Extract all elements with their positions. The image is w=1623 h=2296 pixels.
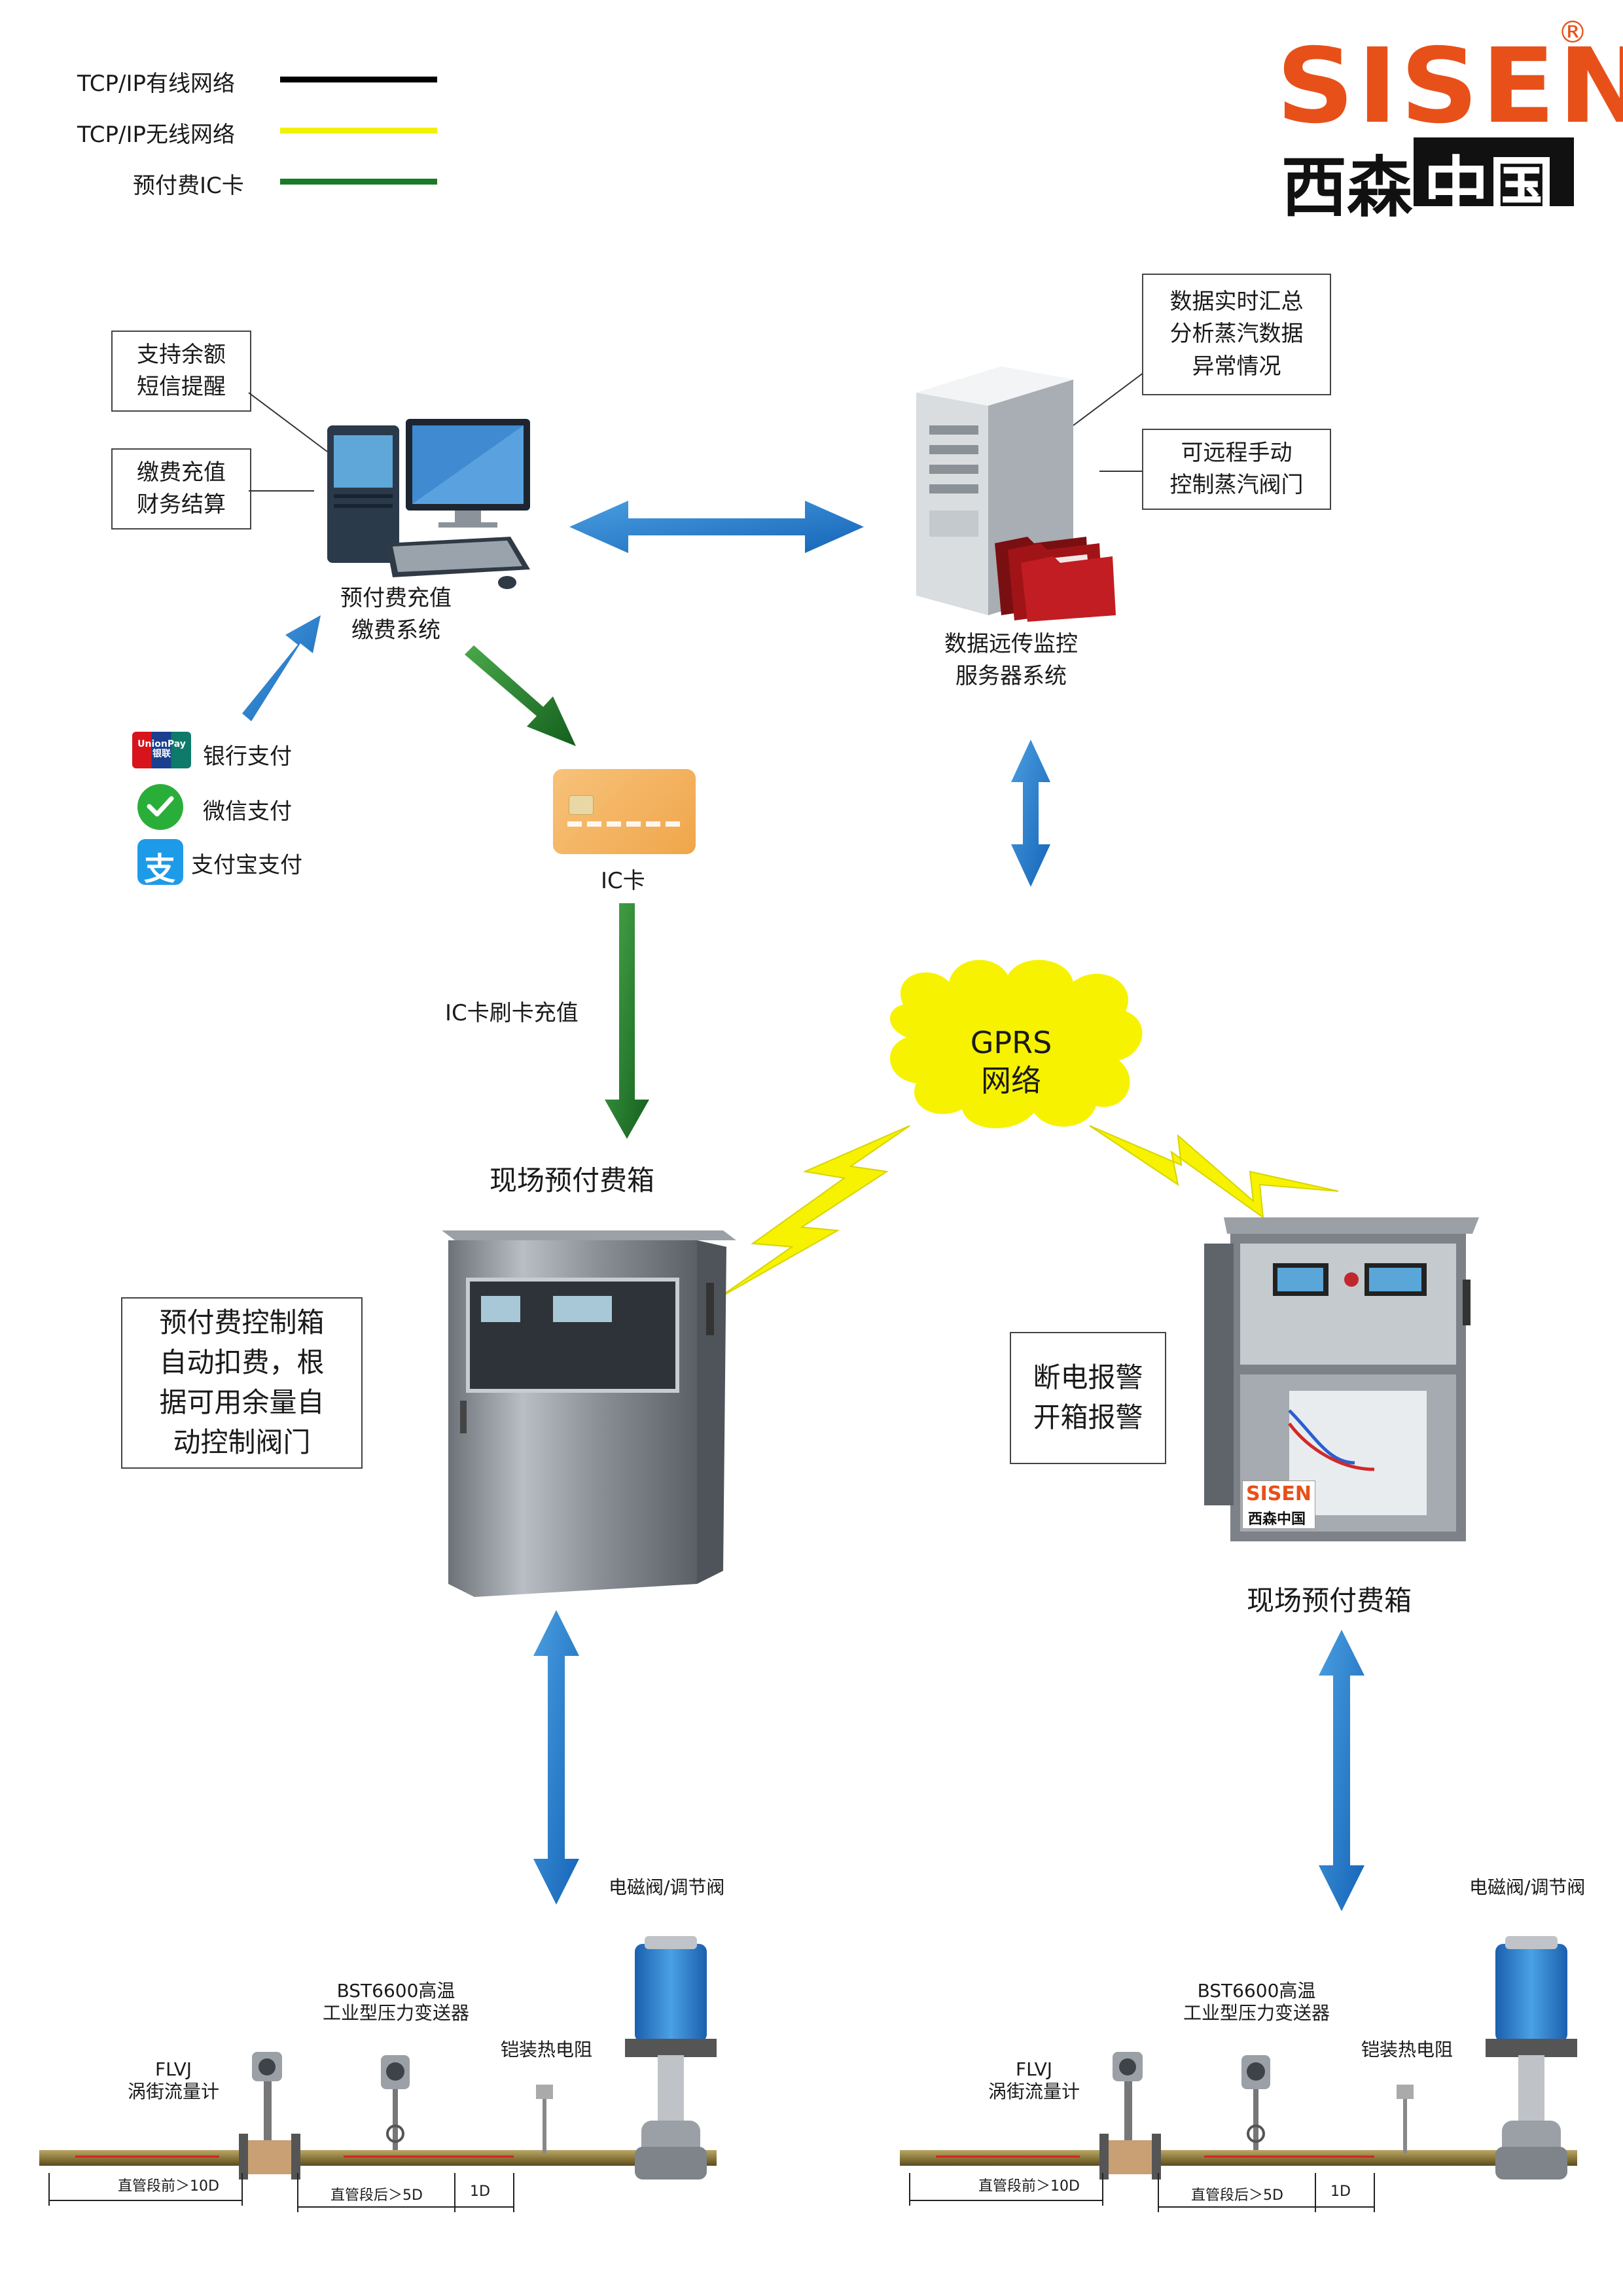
brand-cn-right: 中国 bbox=[1423, 149, 1554, 226]
prepay-system-caption-line1: 预付费充值 bbox=[340, 585, 452, 611]
pipeline-left bbox=[39, 1936, 717, 2212]
brand-cn-right-bg bbox=[1414, 137, 1574, 206]
server-system-caption-line2: 服务器系统 bbox=[955, 663, 1067, 690]
lightning-left bbox=[716, 1125, 910, 1300]
note-recharge-finance-line2: 财务结算 bbox=[137, 492, 226, 518]
right-box-title: 现场预付费箱 bbox=[1247, 1585, 1412, 1617]
note-prepay-control-line2: 自动扣费，根 bbox=[159, 1346, 325, 1379]
right-transmitter-label-line2: 工业型压力变送器 bbox=[1183, 2001, 1330, 2024]
note-alarms-line1: 断电报警 bbox=[1033, 1361, 1143, 1394]
server-system-caption: 数据远传监控 服务器系统 bbox=[916, 628, 1106, 693]
right-dim-1d: 1D bbox=[1330, 2183, 1351, 2200]
note-realtime-analysis-line3: 异常情况 bbox=[1192, 353, 1281, 380]
ic-card-chip bbox=[569, 795, 594, 815]
note-prepay-control-line3: 据可用余量自 bbox=[159, 1386, 325, 1418]
legend-label-wired: TCP/IP有线网络 bbox=[77, 71, 236, 97]
payment-label-alipay: 支付宝支付 bbox=[191, 852, 302, 878]
payment-label-bank: 银行支付 bbox=[203, 744, 292, 770]
cabinet-open-image bbox=[1204, 1217, 1479, 1541]
left-dim-before: 直管段前＞10D bbox=[118, 2178, 219, 2195]
desktop-computer-icon bbox=[327, 419, 530, 589]
left-transmitter-label-line2: 工业型压力变送器 bbox=[322, 2001, 469, 2024]
alipay-icon: 支 bbox=[137, 839, 183, 888]
note-prepay-control-line1: 预付费控制箱 bbox=[159, 1306, 325, 1339]
arrow-server-gprs bbox=[1011, 740, 1050, 887]
note-remote-valve-control-line1: 可远程手动 bbox=[1181, 439, 1293, 466]
brand-cn-left: 西森 bbox=[1281, 149, 1412, 226]
note-realtime-analysis: 数据实时汇总 分析蒸汽数据 异常情况 bbox=[1142, 274, 1331, 395]
left-transmitter-label-line1: BST6600高温 bbox=[336, 1980, 455, 2001]
unionpay-icon: UnionPay 银联 bbox=[132, 732, 191, 768]
wechat-pay-icon bbox=[137, 784, 183, 830]
unionpay-icon-text: UnionPay 银联 bbox=[137, 739, 186, 760]
note-realtime-analysis-line1: 数据实时汇总 bbox=[1169, 289, 1304, 315]
pipeline-right bbox=[900, 1936, 1577, 2212]
cabinet-sticker-logo: SISEN bbox=[1246, 1482, 1311, 1505]
right-rtd-label: 铠装热电阻 bbox=[1361, 2039, 1454, 2060]
note-alarms-line2: 开箱报警 bbox=[1033, 1401, 1143, 1433]
right-valve-label: 电磁阀/调节阀 bbox=[1469, 1876, 1586, 1898]
right-flowmeter-label: FLVJ 涡街流量计 bbox=[969, 2058, 1099, 2102]
note-recharge-finance-line1: 缴费充值 bbox=[137, 459, 226, 486]
note-alarms: 断电报警 开箱报警 bbox=[1010, 1332, 1166, 1464]
note-remote-valve-control-line2: 控制蒸汽阀门 bbox=[1169, 472, 1304, 498]
right-dim-before: 直管段前＞10D bbox=[978, 2178, 1080, 2195]
gprs-label-line1: GPRS bbox=[970, 1025, 1052, 1060]
right-flowmeter-label-line1: FLVJ bbox=[1015, 2058, 1053, 2080]
prepay-system-caption: 预付费充值 缴费系统 bbox=[321, 583, 471, 647]
right-transmitter-label-line1: BST6600高温 bbox=[1197, 1980, 1316, 2001]
lightning-right bbox=[1089, 1125, 1339, 1219]
alipay-icon-text: 支 bbox=[144, 851, 176, 888]
left-dim-1d: 1D bbox=[470, 2183, 490, 2200]
note-prepay-control: 预付费控制箱 自动扣费，根 据可用余量自 动控制阀门 bbox=[121, 1297, 363, 1469]
folders-icon bbox=[995, 537, 1116, 622]
legend-line-wired bbox=[280, 77, 437, 82]
ic-card-label: IC卡 bbox=[601, 868, 645, 894]
legend-label-ic-card: 预付费IC卡 bbox=[133, 173, 244, 199]
cabinet-closed-image bbox=[442, 1230, 736, 1597]
cabinet-sticker: SISEN 西森中国 bbox=[1242, 1480, 1315, 1529]
right-transmitter-label: BST6600高温 工业型压力变送器 bbox=[1168, 1980, 1345, 2024]
gprs-label: GPRS 网络 bbox=[942, 1024, 1080, 1100]
ic-card-number bbox=[567, 821, 685, 827]
left-dim-after: 直管段后＞5D bbox=[330, 2187, 423, 2204]
server-system-caption-line1: 数据远传监控 bbox=[944, 631, 1078, 657]
note-balance-sms: 支持余额 短信提醒 bbox=[111, 331, 251, 412]
legend-label-wireless: TCP/IP无线网络 bbox=[77, 122, 236, 148]
left-box-title: 现场预付费箱 bbox=[490, 1164, 655, 1196]
brand-logo-text: SISEN bbox=[1276, 26, 1623, 147]
note-balance-sms-line2: 短信提醒 bbox=[137, 374, 226, 400]
brand-registered-mark: ® bbox=[1558, 14, 1588, 50]
left-transmitter-label: BST6600高温 工业型压力变送器 bbox=[308, 1980, 484, 2024]
left-flowmeter-label-line2: 涡街流量计 bbox=[127, 2080, 219, 2102]
left-rtd-label: 铠装热电阻 bbox=[501, 2039, 593, 2060]
gprs-cloud bbox=[889, 960, 1143, 1128]
note-remote-valve-control: 可远程手动 控制蒸汽阀门 bbox=[1142, 429, 1331, 510]
right-dim-after: 直管段后＞5D bbox=[1191, 2187, 1283, 2204]
arrow-computer-server bbox=[569, 501, 864, 553]
payment-label-wechat: 微信支付 bbox=[203, 798, 292, 825]
note-balance-sms-line1: 支持余额 bbox=[137, 341, 226, 368]
prepay-system-caption-line2: 缴费系统 bbox=[351, 617, 440, 644]
note-recharge-finance: 缴费充值 财务结算 bbox=[111, 448, 251, 529]
left-flowmeter-label: FLVJ 涡街流量计 bbox=[108, 2058, 239, 2102]
arrow-payment-to-computer bbox=[242, 615, 321, 721]
legend-line-wireless bbox=[280, 128, 437, 134]
arrow-computer-to-iccard bbox=[465, 645, 576, 746]
legend-line-ic-card bbox=[280, 179, 437, 185]
arrow-right-box-pipeline bbox=[1319, 1630, 1364, 1911]
arrow-iccard-to-box bbox=[605, 903, 649, 1139]
cabinet-sticker-cn: 西森中国 bbox=[1248, 1511, 1306, 1528]
arrow-left-box-pipeline bbox=[533, 1610, 579, 1905]
note-prepay-control-line4: 动控制阀门 bbox=[173, 1426, 311, 1458]
note-realtime-analysis-line2: 分析蒸汽数据 bbox=[1169, 321, 1304, 348]
left-flowmeter-label-line1: FLVJ bbox=[154, 2058, 192, 2080]
ic-card-icon bbox=[553, 769, 696, 854]
ic-card-flow-label: IC卡刷卡充值 bbox=[445, 1000, 579, 1026]
left-valve-label: 电磁阀/调节阀 bbox=[609, 1876, 725, 1898]
gprs-label-line2: 网络 bbox=[981, 1062, 1041, 1098]
right-flowmeter-label-line2: 涡街流量计 bbox=[988, 2080, 1080, 2102]
